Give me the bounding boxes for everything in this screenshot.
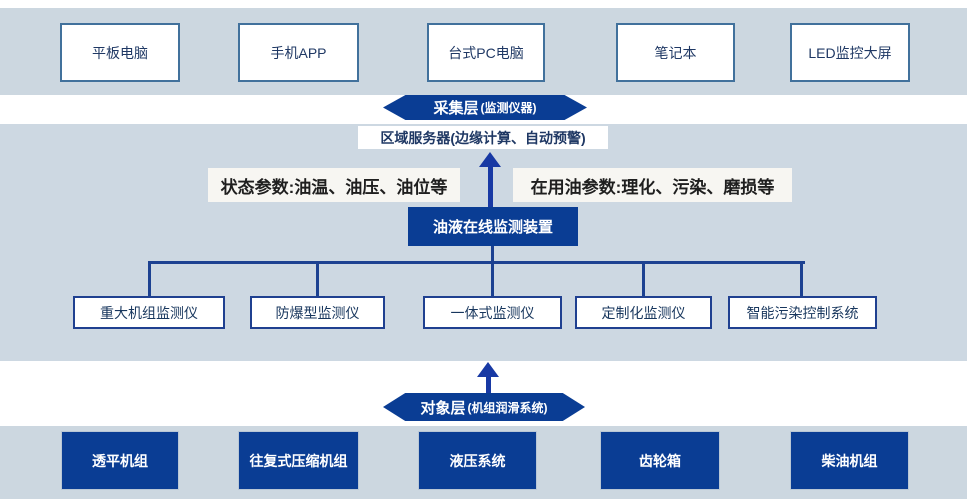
unit-box-hydraulic-system: 液压系统 — [418, 431, 537, 490]
up-arrow-stem-2 — [486, 375, 491, 393]
unit-box-gearbox: 齿轮箱 — [600, 431, 720, 490]
tree-bus-line — [148, 261, 805, 264]
monitor-box-explosion-proof: 防爆型监测仪 — [250, 296, 385, 329]
tree-drop-line-5 — [800, 261, 803, 296]
up-arrow-icon-2 — [477, 362, 499, 377]
regional-server-box: 区域服务器(边缘计算、自动预警) — [358, 126, 608, 149]
monitor-box-pollution-control: 智能污染控制系统 — [728, 296, 877, 329]
monitor-box-integrated: 一体式监测仪 — [423, 296, 562, 329]
collection-layer-subtitle: (监测仪器) — [480, 101, 537, 115]
status-params-label: 状态参数:油温、油压、油位等 — [208, 168, 460, 202]
tree-drop-line-3 — [491, 261, 494, 296]
collection-layer-pill: 采集层 (监测仪器) — [383, 95, 587, 120]
device-box-phone-app: 手机APP — [238, 23, 359, 82]
collection-layer-title: 采集层 — [433, 100, 479, 117]
unit-box-turbine: 透平机组 — [61, 431, 179, 490]
device-box-led-screen: LED监控大屏 — [790, 23, 910, 82]
unit-box-reciprocating-compressor: 往复式压缩机组 — [238, 431, 359, 490]
tree-drop-line-2 — [316, 261, 319, 296]
object-layer-title: 对象层 — [420, 399, 466, 417]
monitor-box-customized: 定制化监测仪 — [575, 296, 712, 329]
tree-stem-line — [491, 246, 494, 262]
up-arrow-stem — [488, 165, 493, 207]
tree-drop-line-1 — [148, 261, 151, 296]
object-layer-pill: 对象层 (机组润滑系统) — [383, 393, 585, 421]
up-arrow-icon — [479, 152, 501, 167]
monitor-box-major-units: 重大机组监测仪 — [73, 296, 225, 329]
object-layer-subtitle: (机组润滑系统) — [467, 400, 548, 415]
device-box-tablet: 平板电脑 — [60, 23, 180, 82]
oil-params-label: 在用油参数:理化、污染、磨损等 — [513, 168, 792, 202]
tree-drop-line-4 — [642, 261, 645, 296]
oil-monitoring-device-box: 油液在线监测装置 — [408, 207, 578, 246]
device-box-desktop-pc: 台式PC电脑 — [427, 23, 545, 82]
device-box-laptop: 笔记本 — [616, 23, 735, 82]
unit-box-diesel-unit: 柴油机组 — [790, 431, 909, 490]
